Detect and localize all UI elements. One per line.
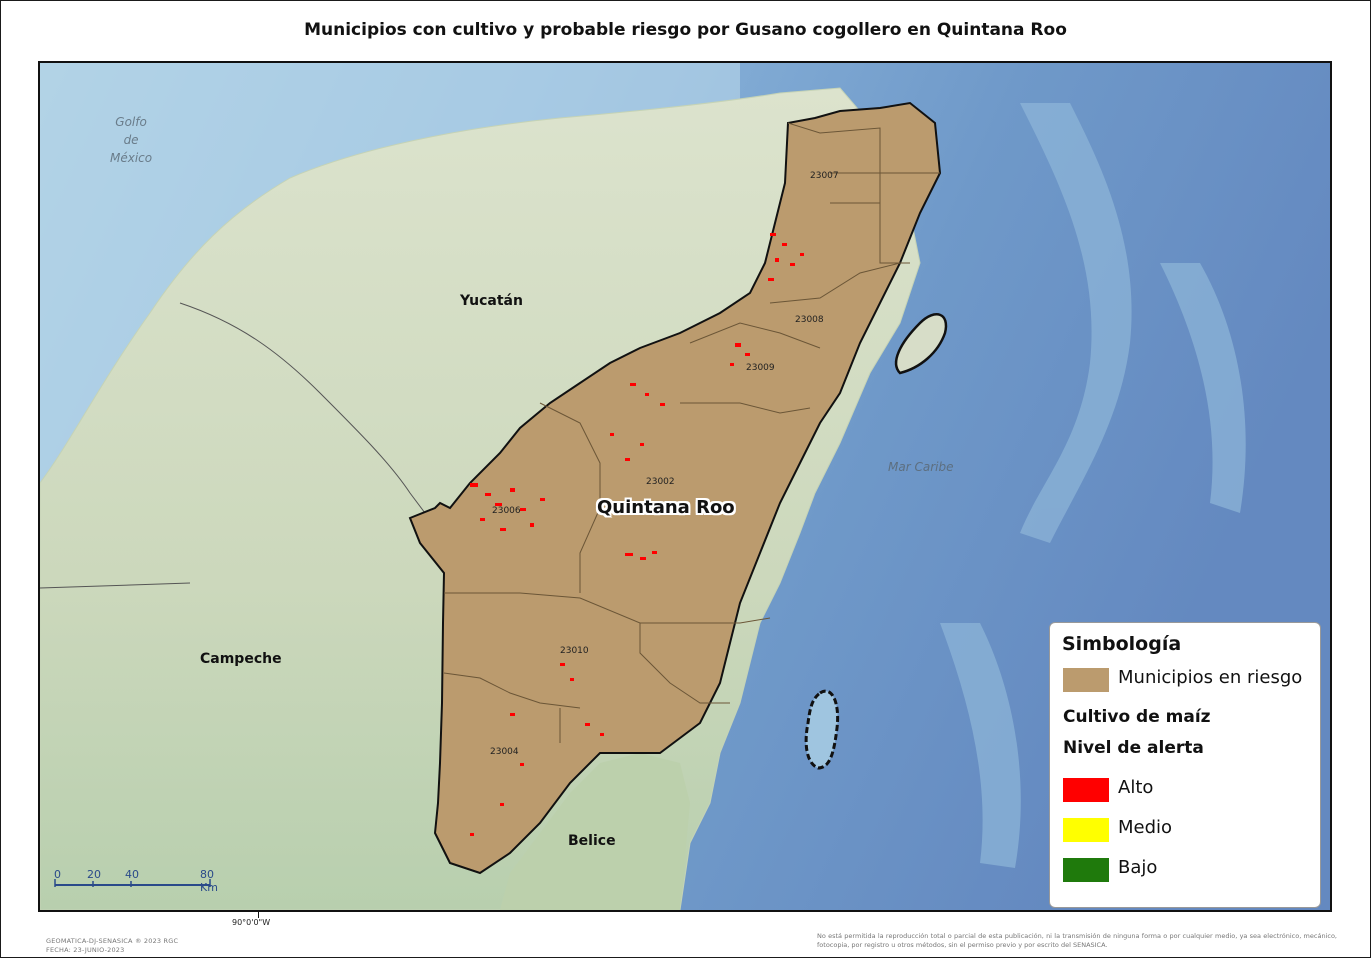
footer-date: FECHA: 23-JUNIO-2023 (46, 946, 125, 954)
state-boundaries (40, 302, 441, 589)
belize-land (500, 753, 690, 910)
state-label-belice: Belice (568, 833, 616, 849)
coordinate-tick (258, 910, 259, 918)
muni-label: 23002 (646, 477, 675, 487)
legend-crop-label: Cultivo de maíz (1063, 707, 1211, 727)
scale-label: 40 (125, 868, 139, 881)
legend-risk-label: Municipios en riesgo (1118, 667, 1303, 688)
sea-label-caribe: Mar Caribe (888, 460, 954, 474)
state-label-campeche: Campeche (200, 651, 282, 667)
legend-swatch-risk (1063, 668, 1109, 692)
municipality-boundaries (443, 122, 940, 743)
state-label-yucatan: Yucatán (460, 293, 523, 309)
gulf-label-line-1: Golfo (115, 115, 147, 129)
legend-swatch-alto (1063, 778, 1109, 802)
coordinate-label: 90°0'0"W (232, 918, 271, 927)
legend-level-alto: Alto (1118, 777, 1154, 798)
gulf-label-line-2: de (123, 133, 139, 147)
legend-alert-label: Nivel de alerta (1063, 738, 1204, 758)
quintana-roo-risk-area (408, 101, 942, 875)
legend-box: Simbología Municipios en riesgo Cultivo … (1049, 622, 1321, 908)
legend-swatch-bajo (1063, 858, 1109, 882)
scale-bar-graphic (54, 879, 211, 887)
scale-label: 0 (54, 868, 61, 881)
footer-credit: GEOMATICA-DJ-SENASICA ® 2023 RGC (46, 937, 179, 945)
legend-swatch-medio (1063, 818, 1109, 842)
muni-label: 23010 (560, 646, 589, 656)
caribbean-ridges (940, 103, 1246, 868)
muni-label: 23008 (795, 315, 824, 325)
scale-label: 80 Km (200, 868, 218, 894)
footer-left: GEOMATICA-DJ-SENASICA ® 2023 RGC FECHA: … (46, 937, 178, 955)
scale-label: 20 (87, 868, 101, 881)
muni-label: 23009 (746, 363, 775, 373)
legend-level-medio: Medio (1118, 817, 1173, 838)
legend-level-bajo: Bajo (1118, 857, 1158, 878)
state-label-quintana-roo: Quintana Roo (597, 497, 735, 518)
footer-copyright: No está permitida la reproducción total … (817, 932, 1337, 949)
muni-label: 23007 (810, 171, 839, 181)
muni-label: 23004 (490, 747, 519, 757)
map-title: Municipios con cultivo y probable riesgo… (304, 20, 1067, 40)
chinchorro-bank (804, 689, 840, 770)
cozumel-island (894, 313, 948, 375)
alert-high-points (470, 233, 804, 836)
muni-label: 23006 (492, 506, 521, 516)
gulf-label-line-3: México (110, 151, 153, 165)
gulf-label: Golfo de México (110, 113, 152, 167)
legend-title: Simbología (1062, 633, 1182, 655)
